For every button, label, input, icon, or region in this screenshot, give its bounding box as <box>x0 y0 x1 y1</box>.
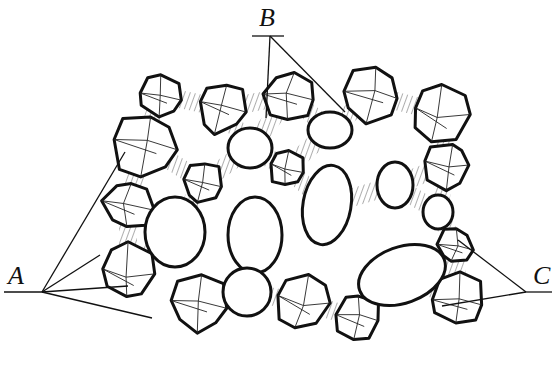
crack <box>431 117 437 141</box>
crack <box>374 67 376 90</box>
crack <box>449 144 453 166</box>
crack <box>102 201 135 215</box>
crack <box>171 300 198 302</box>
crack <box>114 139 147 141</box>
callout-letter: A <box>8 262 24 290</box>
crack <box>200 102 229 115</box>
cracked-aggregates <box>102 67 482 339</box>
crack <box>366 91 375 124</box>
crack <box>451 246 458 261</box>
grain <box>223 268 271 316</box>
aggregate <box>278 274 330 327</box>
aggregate <box>425 144 469 190</box>
crack <box>263 93 286 95</box>
grain <box>228 197 282 273</box>
crack <box>197 301 198 333</box>
crack <box>123 184 131 204</box>
aggregate <box>415 85 470 142</box>
crack <box>147 117 150 140</box>
crack <box>344 91 383 102</box>
crack <box>114 139 156 153</box>
grain <box>296 161 357 248</box>
crack <box>416 108 438 118</box>
crack <box>437 114 470 117</box>
callout-letter: B <box>259 4 275 32</box>
grain <box>308 112 352 148</box>
aggregate <box>263 72 313 119</box>
crack <box>286 93 313 100</box>
crack <box>221 85 226 105</box>
grain <box>350 233 454 316</box>
crack <box>126 274 155 277</box>
crack <box>446 167 449 191</box>
crack <box>198 275 201 301</box>
crack <box>286 72 294 93</box>
crack <box>286 93 287 119</box>
crack <box>437 85 442 118</box>
crack <box>271 164 291 176</box>
aggregate <box>271 151 303 185</box>
crack <box>295 306 304 328</box>
crack <box>141 140 148 177</box>
crack <box>344 90 375 92</box>
crack <box>303 303 330 306</box>
grain <box>377 162 413 208</box>
crack <box>358 296 359 315</box>
aggregate <box>114 117 177 177</box>
crack <box>123 203 126 226</box>
crack <box>285 169 303 172</box>
crack <box>360 315 378 321</box>
crack <box>459 272 461 299</box>
crack <box>456 229 458 246</box>
crack <box>375 91 397 99</box>
crack <box>456 299 459 323</box>
aggregate <box>344 67 397 123</box>
crack <box>336 315 364 327</box>
crack <box>171 300 207 311</box>
crack <box>103 269 126 277</box>
callout-letter: C <box>533 262 550 290</box>
crack <box>160 95 181 100</box>
crack <box>416 108 447 129</box>
crack <box>263 94 297 104</box>
crack <box>123 203 154 210</box>
crack <box>303 274 308 305</box>
crack <box>278 295 304 305</box>
crack <box>184 179 209 190</box>
aggregate <box>184 164 222 203</box>
crack <box>203 164 205 183</box>
grain <box>228 128 272 168</box>
aggregate <box>140 75 181 117</box>
crack <box>147 140 177 149</box>
crack <box>126 242 128 277</box>
crack <box>449 165 469 167</box>
aggregate <box>171 275 227 333</box>
crack <box>425 161 455 175</box>
grain <box>423 195 453 229</box>
grains <box>145 112 454 317</box>
crack <box>103 269 134 286</box>
crack <box>354 315 360 340</box>
crack <box>432 298 459 300</box>
crack <box>336 314 360 315</box>
crack <box>425 161 449 167</box>
grain <box>145 197 205 267</box>
crack <box>221 105 246 112</box>
aggregate <box>103 242 155 297</box>
crack <box>198 301 226 308</box>
crack <box>203 182 222 186</box>
crack <box>126 277 128 296</box>
crack <box>159 95 160 117</box>
crack <box>285 151 289 169</box>
aggregate <box>200 85 246 134</box>
leader-lines <box>4 36 552 318</box>
crack <box>278 295 310 314</box>
crack <box>160 75 162 95</box>
crack <box>140 93 167 103</box>
